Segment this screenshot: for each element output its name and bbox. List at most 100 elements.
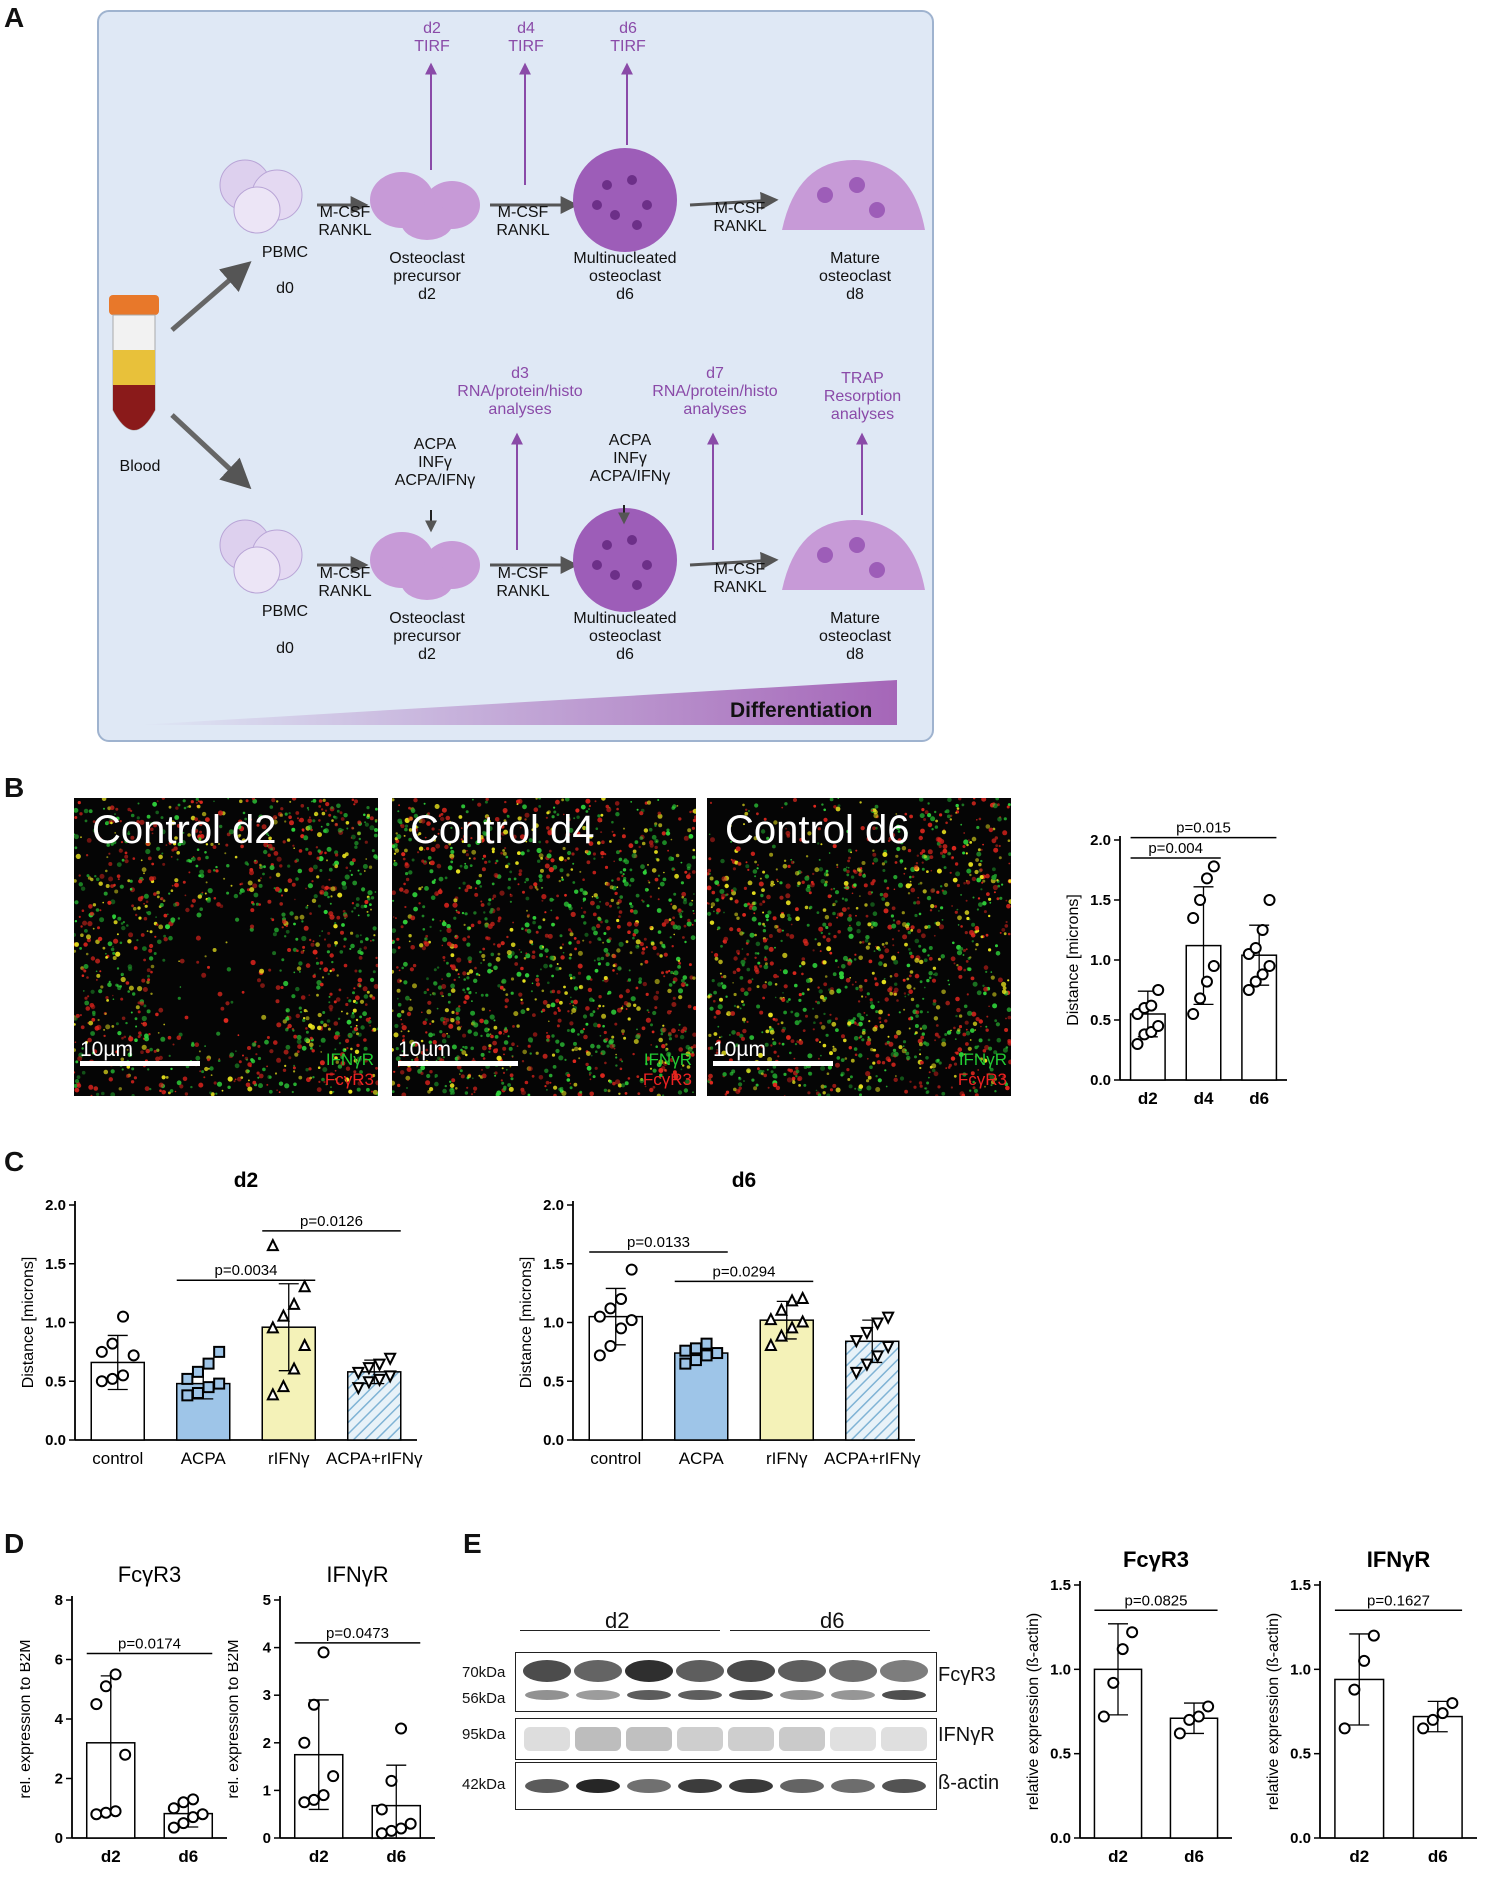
speckle — [121, 858, 125, 862]
speckle — [716, 1049, 718, 1051]
speckle — [293, 1064, 296, 1067]
y-tick-label: 0.5 — [1090, 1012, 1111, 1029]
speckle — [642, 981, 647, 987]
speckle — [419, 1051, 422, 1054]
speckle — [815, 1038, 819, 1042]
y-tick-label: 0.5 — [1290, 1746, 1311, 1763]
speckle — [841, 1034, 845, 1039]
speckle — [156, 1048, 159, 1051]
speckle — [736, 1005, 740, 1009]
speckle — [894, 972, 899, 978]
speckle — [333, 924, 338, 929]
speckle — [260, 877, 262, 879]
speckle — [621, 874, 624, 878]
speckle — [355, 995, 360, 1001]
speckle — [488, 1050, 491, 1054]
speckle — [692, 976, 696, 980]
speckle — [977, 897, 981, 900]
speckle — [1005, 899, 1008, 902]
speckle — [773, 820, 778, 825]
speckle — [766, 1068, 769, 1071]
speckle — [178, 960, 180, 962]
speckle — [370, 940, 372, 942]
data-point — [106, 1372, 119, 1385]
speckle — [402, 1053, 406, 1057]
data-point — [1242, 984, 1255, 996]
speckle — [513, 1011, 519, 1017]
speckle — [215, 865, 218, 869]
speckle — [878, 1009, 883, 1015]
speckle — [1006, 805, 1010, 809]
speckle — [328, 1004, 334, 1010]
speckle — [324, 809, 328, 812]
speckle — [392, 1009, 394, 1012]
speckle — [484, 800, 488, 804]
speckle — [564, 893, 567, 897]
speckle — [759, 902, 763, 906]
speckle — [832, 902, 836, 907]
speckle — [605, 953, 609, 957]
speckle — [138, 879, 143, 884]
speckle — [893, 888, 896, 891]
speckle — [239, 799, 243, 804]
speckle — [318, 819, 321, 822]
speckle — [995, 1022, 1000, 1027]
speckle — [533, 840, 536, 843]
speckle — [359, 934, 362, 937]
speckle — [168, 1091, 171, 1095]
speckle — [349, 947, 352, 950]
speckle — [170, 1067, 173, 1071]
speckle — [129, 879, 133, 883]
speckle — [78, 915, 81, 918]
speckle — [329, 953, 334, 958]
speckle — [996, 879, 999, 882]
speckle — [491, 850, 495, 854]
speckle — [604, 919, 609, 924]
speckle — [592, 852, 596, 856]
speckle — [766, 836, 770, 840]
speckle — [328, 1001, 331, 1004]
speckle — [645, 1056, 651, 1061]
speckle — [958, 1025, 963, 1029]
speckle — [956, 964, 959, 967]
speckle — [812, 949, 815, 952]
speckle — [592, 912, 597, 917]
speckle — [370, 896, 375, 900]
speckle — [483, 1019, 489, 1025]
speckle — [427, 1090, 431, 1094]
speckle — [356, 1032, 359, 1036]
speckle — [628, 969, 631, 972]
speckle — [719, 972, 722, 975]
speckle — [216, 1081, 223, 1087]
speckle — [90, 1094, 93, 1096]
speckle — [418, 846, 424, 851]
speckle — [439, 813, 442, 817]
speckle — [919, 881, 923, 885]
speckle — [410, 945, 415, 950]
speckle — [918, 1081, 923, 1085]
speckle — [269, 1075, 272, 1079]
speckle — [74, 1087, 80, 1093]
speckle — [883, 892, 889, 898]
x-tick-label: control — [92, 1449, 143, 1468]
speckle — [841, 907, 847, 912]
speckle — [870, 881, 875, 886]
speckle — [84, 996, 88, 1000]
speckle — [127, 830, 130, 833]
speckle — [227, 798, 230, 800]
speckle — [520, 1001, 524, 1005]
speckle — [334, 922, 337, 925]
speckle — [793, 1057, 796, 1060]
speckle — [429, 1022, 432, 1025]
data-point — [327, 1770, 340, 1783]
speckle — [779, 895, 784, 900]
speckle — [135, 1005, 140, 1010]
speckle — [903, 872, 906, 875]
speckle — [321, 885, 325, 889]
speckle — [249, 887, 255, 893]
speckle — [908, 947, 911, 951]
speckle — [558, 1087, 562, 1091]
speckle — [812, 872, 815, 876]
